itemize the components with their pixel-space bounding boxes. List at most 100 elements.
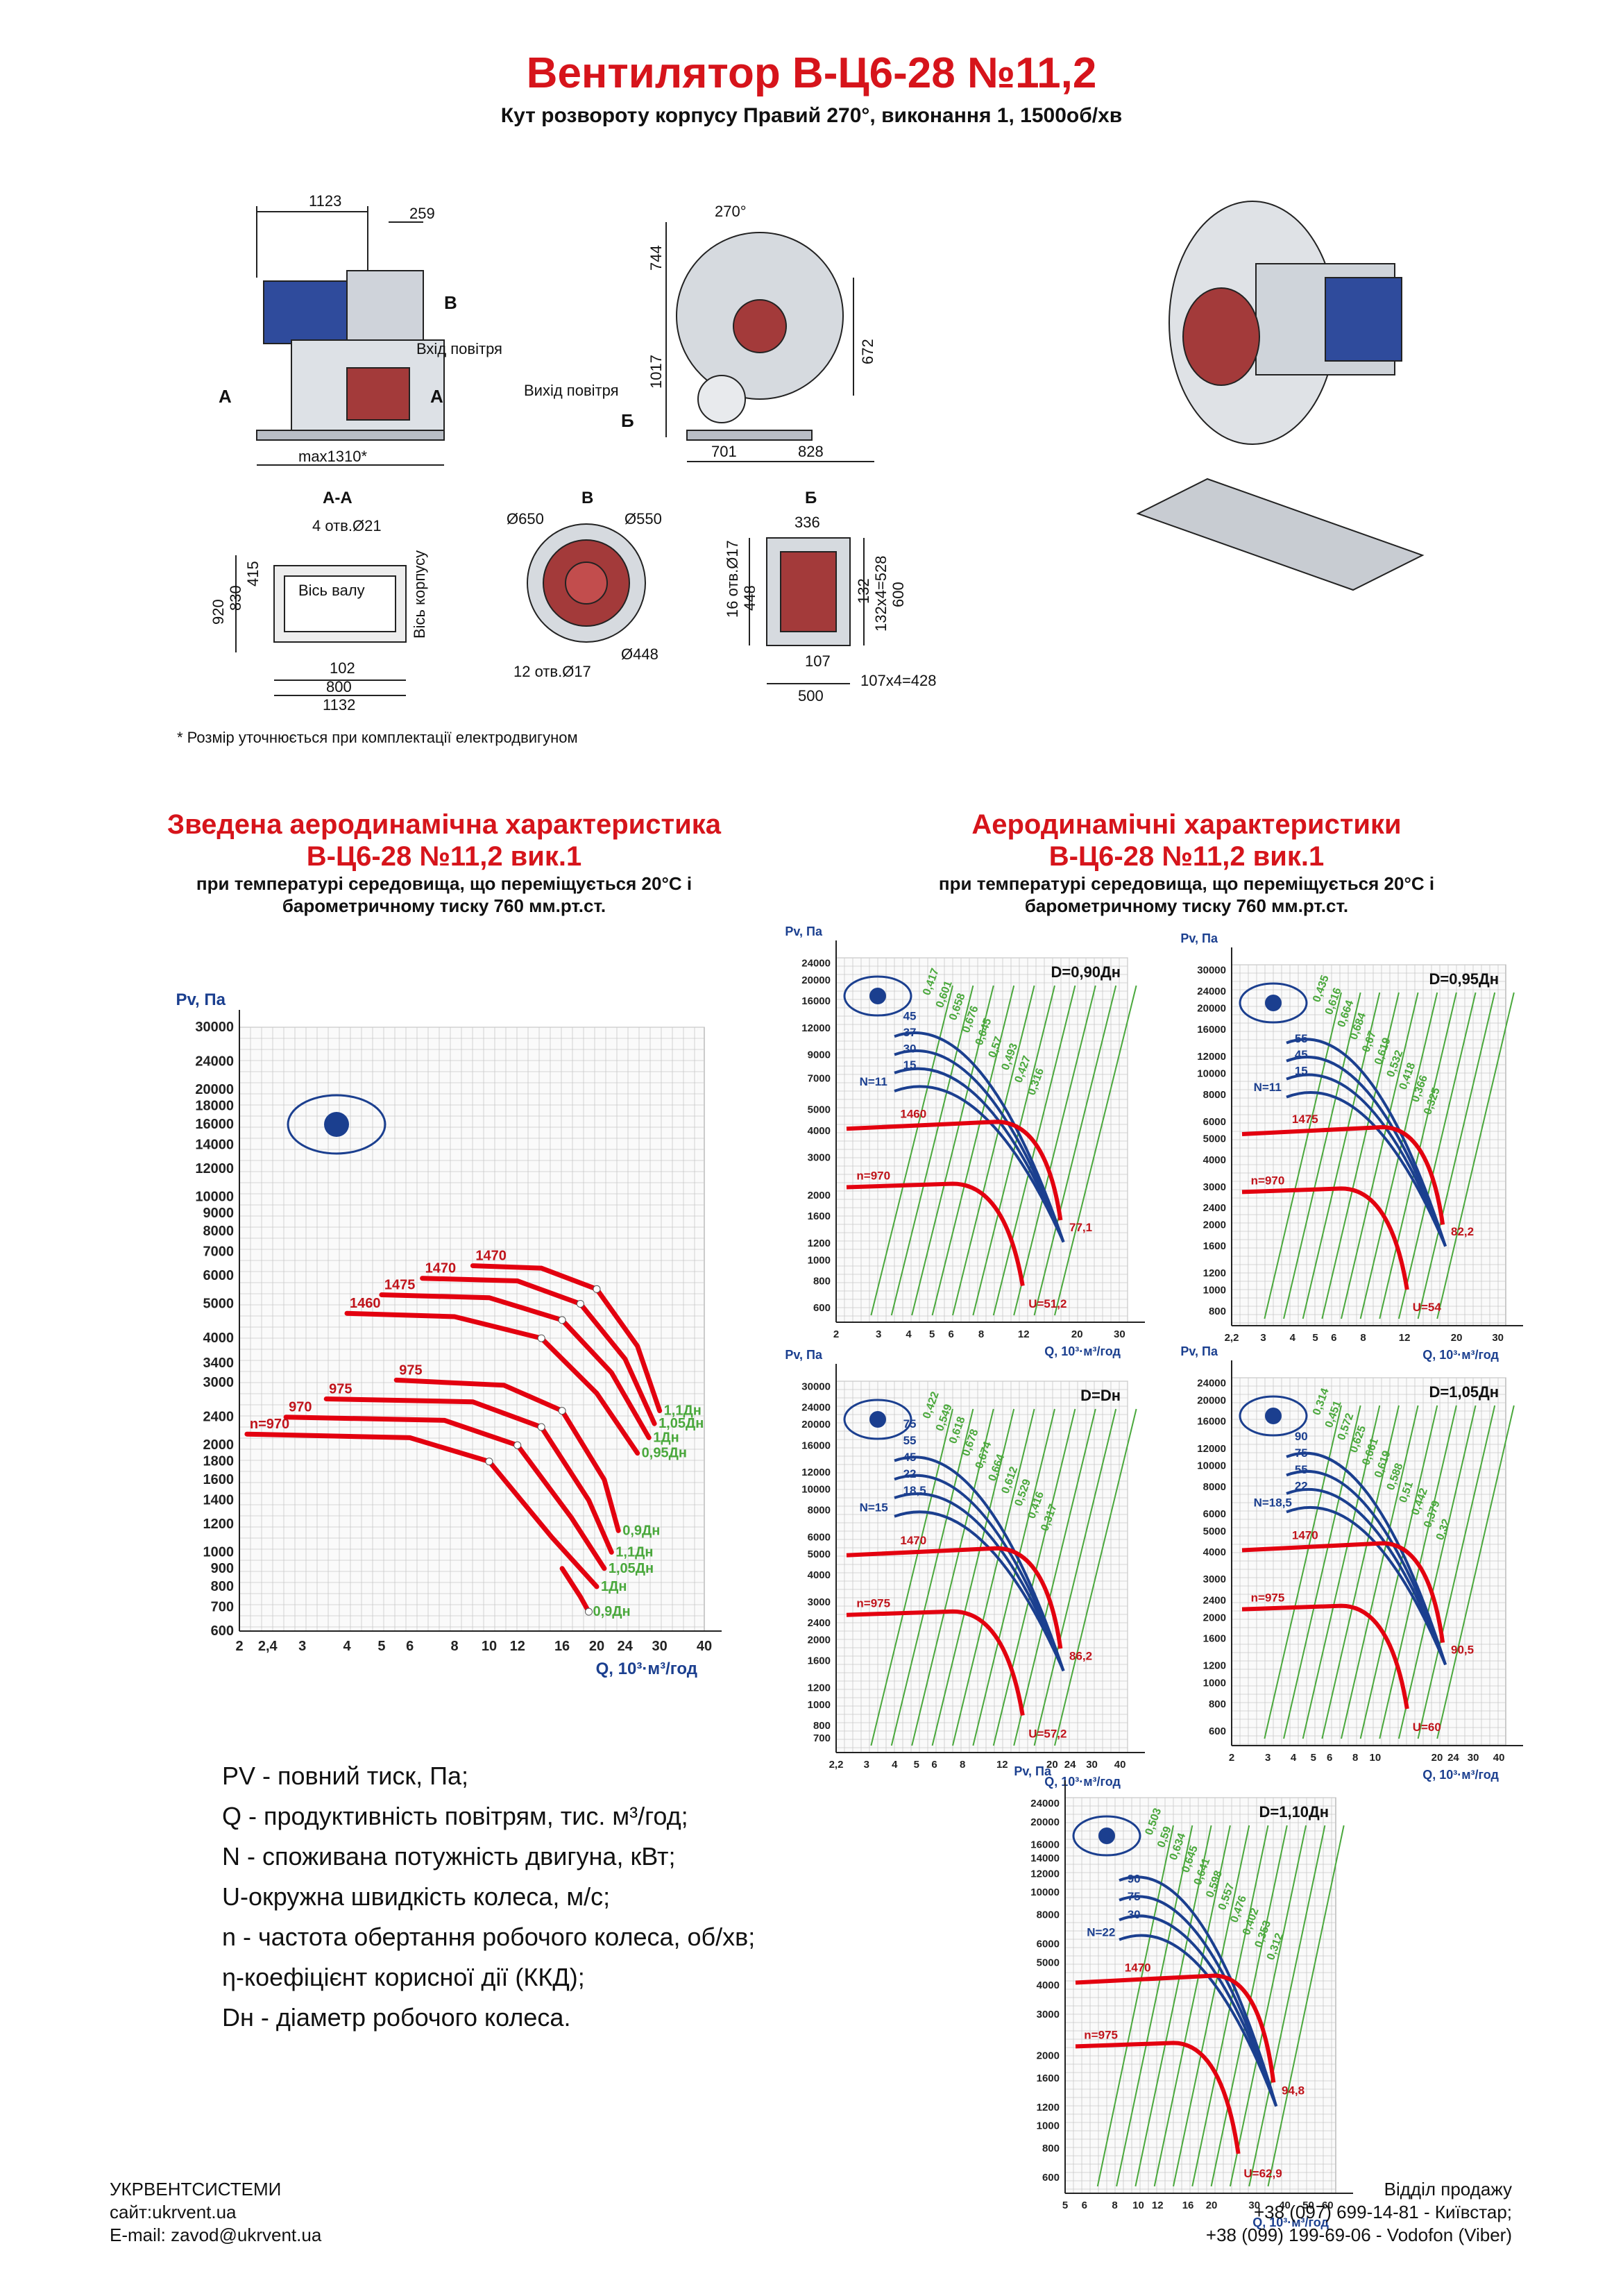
logo-ring [843,1399,912,1440]
series-marker-6 [513,1441,522,1449]
x-tick-label: 4 [1291,1752,1297,1764]
x-tick-label: 6 [949,1328,954,1340]
phone-vodafone[interactable]: +38 (099) 199-69-06 - Vodofon (Viber) [1205,2225,1512,2245]
velocity-label-high: 90,5 [1451,1644,1474,1657]
chart-5: Pv, ПаQ, 10³·м³/год240002000016000140001… [1014,1764,1353,2229]
power-label: 22 [903,1467,917,1480]
legend: PV - повний тиск, Па; Q - продуктивність… [222,1756,755,2038]
power-label: N=11 [860,1075,887,1088]
label-view-bb: Б [621,410,634,431]
y-axis-label: Pv, Па [1180,931,1218,945]
y-tick-label: 16000 [1030,1839,1060,1850]
x-tick-label: 5 [914,1759,919,1771]
y-tick-label: 600 [813,1302,831,1314]
logo-ring [1239,1395,1308,1437]
power-label: 30 [1128,1908,1141,1921]
company-name: УКРВЕНТСИСТЕМИ [110,2179,282,2200]
y-tick-label: 4000 [1203,1546,1226,1558]
page-title: Вентилятор В-Ц6-28 №11,2 [526,49,1097,97]
x-tick-label: 20 [589,1639,604,1654]
series-end-label-3: 0,95Дн [642,1446,687,1461]
dim-bb-h2: 132 [855,578,872,604]
x-tick-label: 40 [1114,1759,1126,1771]
y-tick-label: 5000 [1037,1957,1060,1968]
logo-ring [1072,1815,1141,1857]
dim-bb-w1: 107 [805,652,831,670]
series-rpm-label-3: 1460 [350,1296,381,1311]
chart-plot-area [835,957,1128,1323]
y-tick-label: 20000 [1197,1394,1226,1406]
efficiency-line [1229,1825,1307,2187]
x-tick-label: 5 [929,1328,935,1340]
velocity-label-high: 94,8 [1282,2084,1305,2097]
y-tick-label: 3400 [203,1356,235,1371]
y-tick-label: 800 [813,1720,831,1732]
series-end-label-5: 1,1Дн [615,1544,653,1560]
power-curve [1286,1505,1447,1666]
y-tick-label: 12000 [801,1022,831,1034]
power-curve [1286,1056,1447,1247]
x-tick-label: 20 [1071,1328,1083,1340]
logo-fan-icon [1098,1827,1115,1844]
y-tick-label: 24000 [1197,986,1226,997]
y-tick-label: 12000 [1197,1051,1226,1063]
dim-front-h2: 1017 [647,355,665,389]
y-tick-label: 2000 [808,1635,831,1646]
y-tick-label: 7000 [203,1244,235,1260]
y-tick-label: 6000 [1203,1116,1226,1128]
chart-title: D=Dн [1080,1387,1121,1404]
chart-curves: 0,4220,5490,6180,6780,6740,6640,6120,529… [846,1390,1137,1746]
power-curve [894,1455,1065,1671]
legend-item-u: U-окружна швидкість колеса, м/с; [222,1882,611,1911]
y-tick-label: 800 [1042,2143,1060,2154]
rpm-label-high: 1475 [1292,1113,1318,1126]
email-link[interactable]: E-mail: zavod@ukrvent.ua [110,2225,322,2245]
y-tick-label: 30000 [1197,965,1226,977]
manufacturer-logo [1072,1815,1141,1857]
manufacturer-logo [843,975,912,1017]
y-tick-label: 1400 [203,1493,235,1508]
phone-kyivstar[interactable]: +38 (097) 699-14-81 - Київстар; [1253,2202,1512,2222]
rpm-label-low: n=975 [1251,1592,1285,1605]
y-tick-label: 8000 [203,1224,235,1239]
y-tick-label: 2000 [808,1190,831,1201]
pressure-curve-low [846,1609,1025,1716]
power-label: 55 [903,1434,917,1447]
efficiency-line [911,1408,994,1746]
y-tick-label: 20000 [1197,1003,1226,1015]
site-link[interactable]: сайт:ukrvent.ua [110,2202,237,2222]
velocity-label-low: U=51,2 [1028,1297,1067,1310]
velocity-label-high: 82,2 [1451,1225,1474,1238]
velocity-label-low: U=54 [1413,1301,1442,1314]
x-tick-label: 20 [1046,1759,1058,1771]
logo-ring [287,1094,386,1155]
y-tick-label: 4000 [203,1331,235,1346]
dim-aa-h1: 920 [210,599,227,625]
chart-4: Pv, ПаQ, 10³·м³/год240002000016000120001… [1180,1344,1523,1782]
pressure-curve-high [846,1546,1063,1649]
power-curve [894,1067,1065,1243]
efficiency-line [1153,1825,1231,2187]
legend-item-rpm: n - частота обертання робочого колеса, о… [222,1923,756,1951]
series-marker-3 [537,1334,545,1342]
y-tick-label: 1200 [203,1517,235,1532]
x-tick-label: 24 [1064,1759,1076,1771]
power-label: 45 [1295,1048,1308,1061]
y-tick-label: 24000 [801,958,831,970]
x-tick-label: 3 [1265,1752,1271,1764]
chart-title: D=1,05Дн [1429,1383,1499,1401]
y-tick-label: 6000 [1203,1508,1226,1520]
efficiency-line [1436,1405,1515,1739]
dim-front-w2: 828 [798,443,824,460]
right-sub-1: при температурі середовища, що переміщує… [938,873,1435,894]
view-bb-drawing [749,537,865,684]
power-label: 75 [1295,1446,1308,1460]
x-tick-label: 3 [1260,1332,1266,1344]
x-tick-label: 8 [1360,1332,1366,1344]
dim-b-d2: Ø550 [624,510,662,527]
power-curve [1286,1073,1447,1247]
side-view-drawing [256,206,445,466]
dim-aa-h2: 830 [227,585,244,611]
y-tick-label: 5000 [1203,1133,1226,1145]
efficiency-line [1116,1825,1193,2187]
